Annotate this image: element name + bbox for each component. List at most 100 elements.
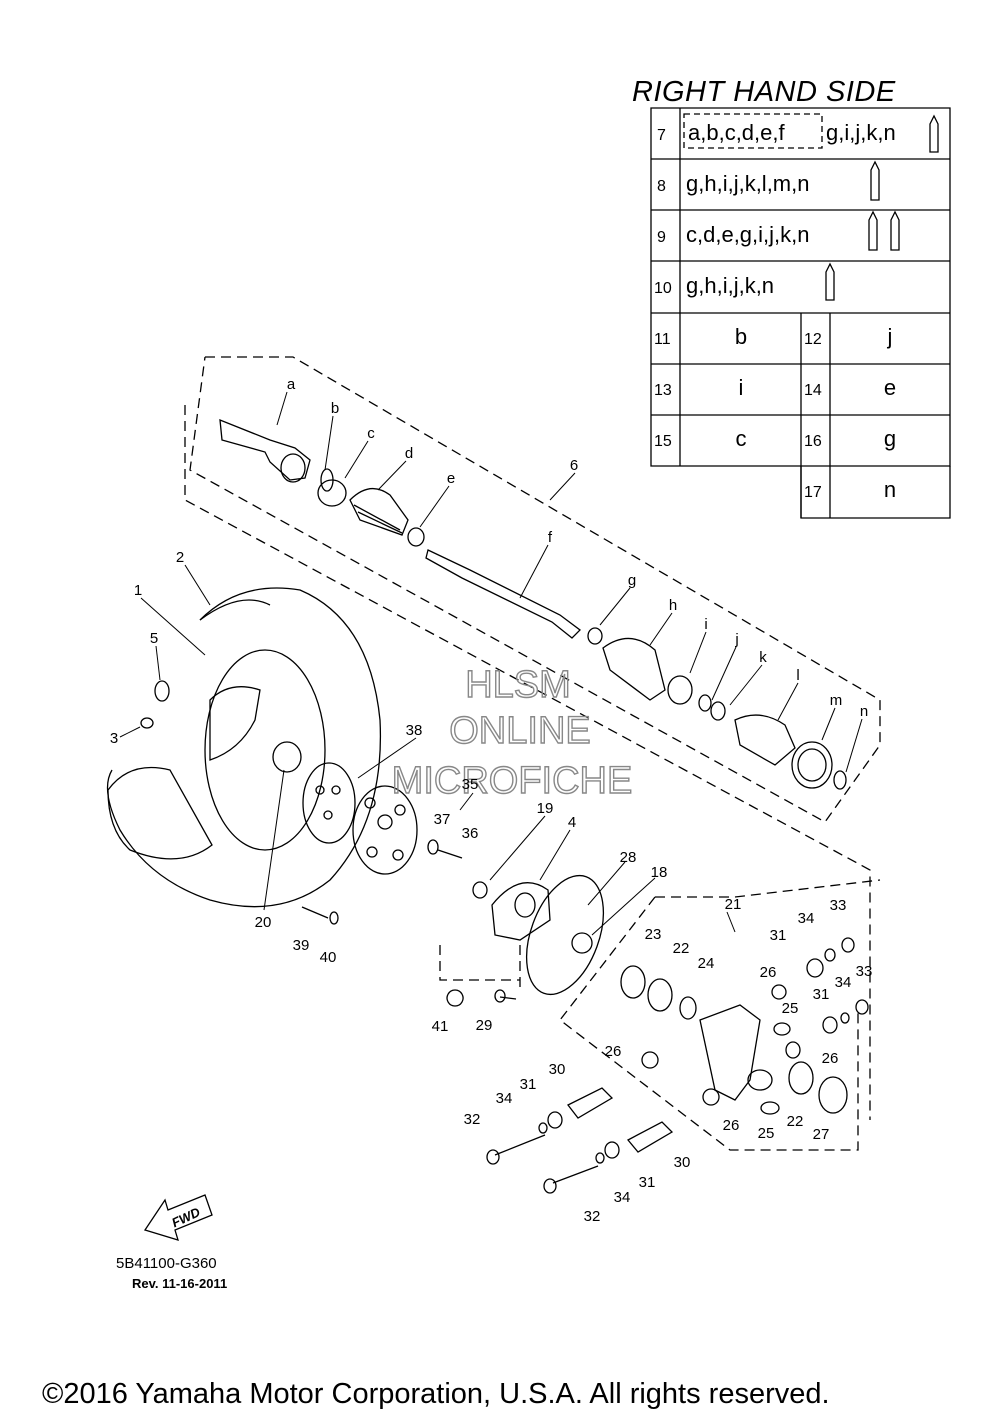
callout-a: a	[287, 376, 296, 393]
callout-25b: 25	[758, 1125, 775, 1142]
table-val-11: b	[735, 324, 747, 349]
table-val-14: e	[884, 375, 896, 400]
table-num-13: 13	[654, 382, 672, 399]
callout-g: g	[628, 572, 636, 589]
table-num-12: 12	[804, 331, 822, 348]
table-num-16: 16	[804, 433, 822, 450]
callout-6: 6	[570, 457, 578, 474]
callout-30a: 30	[549, 1061, 566, 1078]
callout-labels: a b c d e f g h i j k l m n 1 2 3 4 5 6 …	[110, 376, 873, 1225]
callout-34b: 34	[835, 974, 852, 991]
callout-i: i	[704, 616, 707, 633]
callout-36: 36	[462, 825, 479, 842]
knuckle-assembly	[487, 938, 868, 1193]
parts-table-grid	[651, 108, 950, 518]
callout-34d: 34	[614, 1189, 631, 1206]
table-val-16: g	[884, 426, 896, 451]
callout-40: 40	[320, 949, 337, 966]
callout-3: 3	[110, 730, 118, 747]
callout-k: k	[759, 649, 767, 666]
callout-e: e	[447, 470, 455, 487]
table-row-9-parts: c,d,e,g,i,j,k,n	[686, 222, 810, 247]
callout-39: 39	[293, 937, 310, 954]
callout-25a: 25	[782, 1000, 799, 1017]
parts-table: 7 a,b,c,d,e,f g,i,j,k,n 8 g,h,i,j,k,l,m,…	[654, 120, 896, 502]
callout-26a: 26	[760, 964, 777, 981]
callout-34a: 34	[798, 910, 815, 927]
callout-2: 2	[176, 549, 184, 566]
table-row-7-dashed-parts: a,b,c,d,e,f	[688, 120, 786, 145]
callout-1: 1	[134, 582, 142, 599]
callout-19: 19	[537, 800, 554, 817]
callout-31c: 31	[520, 1076, 537, 1093]
callout-33a: 33	[830, 897, 847, 914]
grease-tube-icons	[826, 116, 938, 300]
callout-32b: 32	[584, 1208, 601, 1225]
callout-5: 5	[150, 630, 158, 647]
callout-41: 41	[432, 1018, 449, 1035]
callout-35: 35	[462, 776, 479, 793]
callout-n: n	[860, 703, 868, 720]
callout-37: 37	[434, 811, 451, 828]
callout-f: f	[548, 529, 553, 546]
table-row-7-parts: g,i,j,k,n	[826, 120, 896, 145]
callout-27: 27	[813, 1126, 830, 1143]
callout-31a: 31	[770, 927, 787, 944]
table-row-8-num: 8	[657, 178, 666, 195]
hub-assembly	[141, 681, 618, 1006]
table-num-14: 14	[804, 382, 822, 399]
callout-32a: 32	[464, 1111, 481, 1128]
table-num-11: 11	[654, 331, 671, 348]
table-row-9-num: 9	[657, 229, 666, 246]
fwd-arrow-icon	[145, 1195, 212, 1240]
table-row-7-num: 7	[657, 127, 666, 144]
table-val-17: n	[884, 477, 896, 502]
callout-22a: 22	[673, 940, 690, 957]
callout-l: l	[796, 667, 799, 684]
callout-c: c	[367, 425, 375, 442]
table-val-12: j	[887, 324, 893, 349]
svg-text:MICROFICHE: MICROFICHE	[392, 760, 633, 802]
copyright-notice: ©2016 Yamaha Motor Corporation, U.S.A. A…	[42, 1378, 830, 1410]
callout-leader-lines	[120, 392, 862, 935]
revision-date: Rev. 11-16-2011	[132, 1276, 228, 1291]
table-row-10-num: 10	[654, 280, 672, 297]
table-val-15: c	[736, 426, 747, 451]
callout-4: 4	[568, 814, 576, 831]
svg-text:ONLINE: ONLINE	[449, 710, 590, 752]
callout-26b: 26	[605, 1043, 622, 1060]
callout-21: 21	[725, 896, 742, 913]
callout-31b: 31	[813, 986, 830, 1003]
callout-34c: 34	[496, 1090, 513, 1107]
callout-23: 23	[645, 926, 662, 943]
diagram-title: RIGHT HAND SIDE	[632, 76, 896, 108]
drive-shaft	[220, 420, 846, 789]
callout-24: 24	[698, 955, 715, 972]
shaft-assembly-outline	[185, 357, 880, 1150]
callout-38: 38	[406, 722, 423, 739]
callout-d: d	[405, 445, 413, 462]
callout-j: j	[734, 631, 738, 648]
table-num-15: 15	[654, 433, 672, 450]
callout-18: 18	[651, 864, 668, 881]
callout-m: m	[830, 692, 843, 709]
diagram-code: 5B41100-G360	[116, 1255, 217, 1272]
callout-30b: 30	[674, 1154, 691, 1171]
table-row-8-parts: g,h,i,j,k,l,m,n	[686, 171, 809, 196]
watermark: HLSM ONLINE MICROFICHE	[391, 663, 633, 802]
table-row-10-parts: g,h,i,j,k,n	[686, 273, 774, 298]
callout-26d: 26	[723, 1117, 740, 1134]
callout-28: 28	[620, 849, 637, 866]
callout-33b: 33	[856, 963, 873, 980]
wheel-tire	[108, 588, 381, 907]
callout-20: 20	[255, 914, 272, 931]
callout-26c: 26	[822, 1050, 839, 1067]
callout-b: b	[331, 400, 339, 417]
table-val-13: i	[739, 375, 744, 400]
svg-text:HLSM: HLSM	[465, 664, 571, 706]
callout-22b: 22	[787, 1113, 804, 1130]
table-num-17: 17	[804, 484, 822, 501]
callout-31d: 31	[639, 1174, 656, 1191]
callout-29: 29	[476, 1017, 493, 1034]
